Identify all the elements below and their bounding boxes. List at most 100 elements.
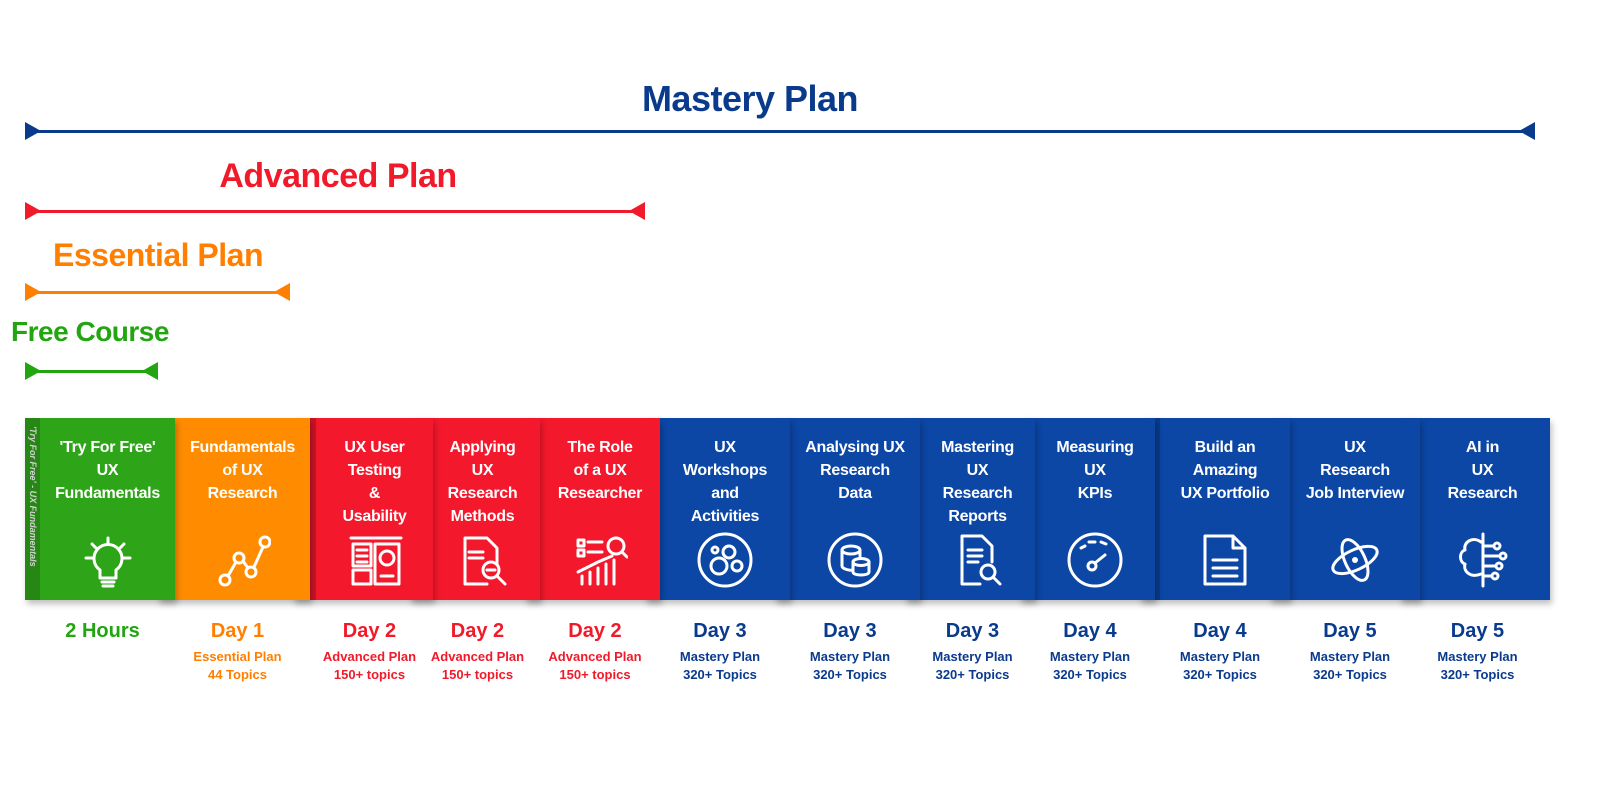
plan-title: Mastery Plan	[641, 78, 859, 119]
document-search-icon	[463, 536, 506, 586]
course-topics: 320+ Topics	[1440, 667, 1515, 682]
course-box[interactable]: UX User Testing & Usability UX User Test…	[293, 418, 433, 600]
course-topics: 44 Topics	[207, 667, 267, 682]
arrow-right-icon	[1519, 122, 1535, 140]
course-plan: Mastery Plan	[1179, 649, 1261, 664]
course-day: Day 1	[210, 620, 265, 642]
atom-icon	[1331, 538, 1379, 582]
course-cover: UX User Testing & Usability	[316, 418, 433, 600]
course-schedule: Day 3 Mastery Plan 320+ Topics	[810, 618, 890, 684]
arrow-left-icon	[25, 283, 41, 301]
course-topics: 150+ topics	[333, 667, 406, 682]
course-schedule: Day 3 Mastery Plan 320+ Topics	[932, 618, 1012, 684]
spine-title: 'Try For Free' - UX Fundamentals	[27, 426, 38, 567]
lightbulb-icon	[84, 536, 131, 588]
course-box[interactable]: 'Try For Free' - UX Fundamentals 'Try Fo…	[25, 418, 175, 600]
course-topics: 320+ Topics	[1183, 667, 1257, 682]
course-cover: UX Workshops and Activities	[660, 418, 790, 600]
line-chart-icon	[218, 535, 271, 587]
report-search-icon	[960, 534, 1001, 586]
course-day: 2 Hours	[65, 620, 140, 642]
course-schedule: Day 4 Mastery Plan 320+ Topics	[1180, 618, 1260, 684]
course-topics: 320+ Topics	[935, 667, 1010, 682]
course-day: Day 2	[568, 620, 622, 642]
course-schedule: Day 5 Mastery Plan 320+ Topics	[1437, 618, 1517, 684]
course-title: Build an Amazing UX Portfolio	[1180, 439, 1270, 502]
course-plan: Mastery Plan	[809, 649, 891, 664]
arrow-right-icon	[629, 202, 645, 220]
course-box[interactable]: Fundamentals of UX Research Fundamentals…	[158, 418, 310, 600]
course-title: Mastering UX Research Reports	[941, 439, 1014, 525]
course-topics: 320+ Topics	[1313, 667, 1387, 682]
course-day: Day 2	[342, 620, 397, 642]
database-icon	[827, 532, 883, 588]
course-box[interactable]: Measuring UX KPIs Measuring UX KPIs	[1020, 418, 1155, 600]
course-topics: 320+ Topics	[1053, 667, 1127, 682]
course-cover: The Role of a UX Researcher	[540, 418, 660, 600]
plan-range-line	[25, 283, 290, 301]
analytics-icon	[576, 536, 628, 586]
course-topics: 320+ Topics	[813, 667, 887, 682]
arrow-left-icon	[25, 362, 41, 380]
dashboard-layout-icon	[349, 536, 402, 586]
course-box[interactable]: AI in UX Research AI in UX Research	[1400, 418, 1550, 600]
ai-brain-icon	[1458, 532, 1507, 588]
course-topics: 320+ Topics	[683, 667, 757, 682]
course-title: Applying UX Research Methods	[447, 439, 518, 525]
course-spine: 'Try For Free' - UX Fundamentals	[25, 418, 40, 600]
course-schedule: Day 2 Advanced Plan 150+ topics	[323, 618, 416, 684]
course-schedule: Day 1 Essential Plan 44 Topics	[193, 618, 281, 684]
course-schedule: Day 3 Mastery Plan 320+ Topics	[680, 618, 760, 684]
course-box[interactable]: Mastering UX Research Reports Mastering …	[905, 418, 1035, 600]
gauge-icon	[1067, 532, 1123, 588]
course-title: AI in UX Research	[1447, 439, 1518, 502]
course-cover: Measuring UX KPIs	[1035, 418, 1155, 600]
course-day: Day 4	[1193, 620, 1247, 642]
course-plan: Mastery Plan	[932, 649, 1013, 664]
plan-title: Free Course	[11, 316, 169, 347]
course-cover: Fundamentals of UX Research	[175, 418, 310, 600]
plan-title: Essential Plan	[53, 237, 263, 273]
course-cover: UX Research Job Interview	[1290, 418, 1420, 600]
course-title: UX User Testing & Usability	[342, 439, 407, 525]
course-cover: Analysing UX Research Data	[790, 418, 920, 600]
course-box[interactable]: UX Research Job Interview UX Research Jo…	[1270, 418, 1420, 600]
arrow-right-icon	[274, 283, 290, 301]
arrow-left-icon	[25, 202, 41, 220]
course-cover: 'Try For Free' UX Fundamentals	[40, 418, 175, 600]
course-plan: Mastery Plan	[1309, 649, 1391, 664]
course-day: Day 4	[1063, 620, 1117, 642]
plan-range-line	[25, 202, 645, 220]
plan-range-line	[25, 122, 1535, 140]
course-cover: Build an Amazing UX Portfolio	[1160, 418, 1290, 600]
course-schedule: Day 2 Advanced Plan 150+ topics	[548, 618, 641, 684]
course-schedule: Day 5 Mastery Plan 320+ Topics	[1310, 618, 1390, 684]
course-box[interactable]: Applying UX Research Methods Applying UX…	[410, 418, 540, 600]
course-schedule: Day 2 Advanced Plan 150+ topics	[431, 618, 524, 684]
course-plan: Advanced Plan	[430, 649, 525, 664]
course-schedule: 2 Hours	[65, 618, 139, 648]
course-box[interactable]: The Role of a UX Researcher The Role of …	[525, 418, 660, 600]
plan-title: Advanced Plan	[219, 157, 457, 195]
course-cover: AI in UX Research	[1415, 418, 1550, 600]
course-day: Day 3	[945, 620, 1000, 642]
document-icon	[1203, 534, 1247, 586]
course-title: 'Try For Free' UX Fundamentals	[55, 439, 160, 502]
course-day: Day 3	[823, 620, 877, 642]
course-cover: Applying UX Research Methods	[425, 418, 540, 600]
gears-icon	[697, 532, 753, 588]
arrow-left-icon	[25, 122, 41, 140]
course-topics: 150+ topics	[441, 667, 514, 682]
course-title: UX Research Job Interview	[1305, 439, 1405, 502]
course-plan: Mastery Plan	[1437, 649, 1518, 664]
course-box[interactable]: Build an Amazing UX Portfolio Build an A…	[1140, 418, 1290, 600]
plan-range-line	[25, 362, 158, 380]
course-topics: 150+ topics	[559, 667, 631, 682]
course-plan: Mastery Plan	[1049, 649, 1131, 664]
course-plan: Essential Plan	[193, 649, 282, 664]
course-box[interactable]: Analysing UX Research Data Analysing UX …	[775, 418, 920, 600]
course-title: Fundamentals of UX Research	[190, 439, 295, 502]
course-box[interactable]: UX Workshops and Activities UX Workshops…	[645, 418, 790, 600]
course-schedule: Day 4 Mastery Plan 320+ Topics	[1050, 618, 1130, 684]
course-plan: Advanced Plan	[548, 649, 642, 664]
